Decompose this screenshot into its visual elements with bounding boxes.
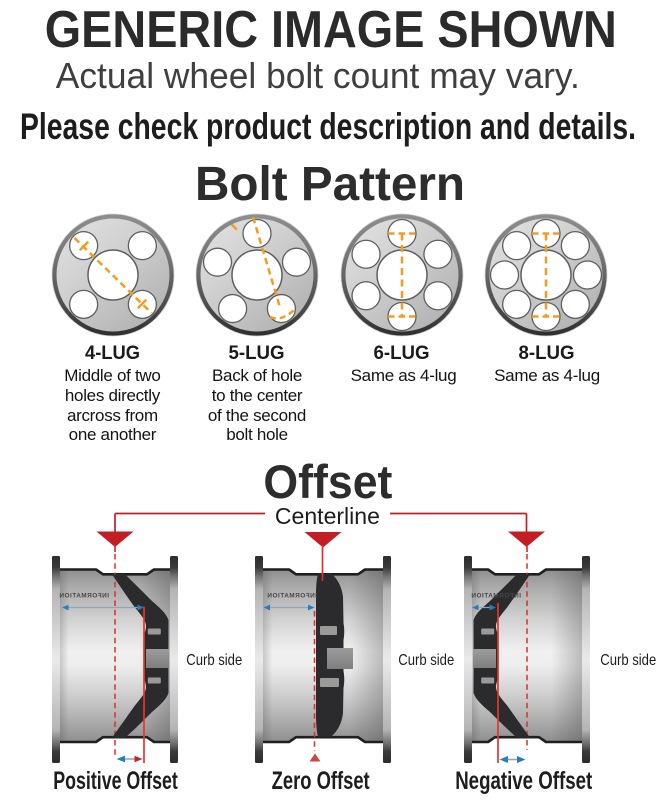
lug-desc-8: Same as 4-lug bbox=[494, 366, 600, 386]
bolt-pattern-wheel-5-lug bbox=[195, 213, 318, 337]
lug-desc-4: Middle of two holes directly arcross fro… bbox=[64, 366, 161, 445]
bolt-pattern-heading: Bolt Pattern bbox=[194, 158, 465, 212]
offset-label-negative-text: Negative Offset bbox=[454, 766, 592, 795]
curb-side-label-3-text: Curb side bbox=[600, 652, 657, 669]
offset-wheel-positive: INFORMATION bbox=[52, 545, 178, 763]
offset-arrowhead-icon bbox=[116, 755, 125, 763]
lug-label-8-text: 8-LUG bbox=[517, 342, 575, 364]
lug-hole bbox=[572, 260, 603, 290]
lug-hole bbox=[422, 281, 453, 311]
spoke-face-group bbox=[112, 574, 169, 738]
backspacing-arrowhead-icon bbox=[489, 604, 496, 611]
header-title-row: GENERIC IMAGE SHOWN bbox=[0, 4, 662, 56]
backspacing-arrowhead-icon bbox=[471, 604, 478, 611]
barrel-watermark-zero: INFORMATION bbox=[267, 593, 317, 600]
page-note: Please check product description and det… bbox=[19, 106, 636, 148]
lug-hole bbox=[217, 293, 247, 324]
offset-arrowhead-icon bbox=[134, 755, 143, 763]
zero-offset-marker-icon bbox=[309, 753, 321, 762]
centerline-bracket bbox=[96, 512, 545, 548]
lug-label-8: 8-LUG bbox=[366, 344, 662, 363]
offset-arrowhead-icon bbox=[499, 756, 508, 763]
offset-wheel-negative: INFORMATION bbox=[463, 545, 590, 763]
offset-label-positive-text: Positive Offset bbox=[53, 766, 178, 795]
centerline-arrow-icon bbox=[508, 531, 545, 547]
page-subtitle: Actual wheel bolt count may vary. bbox=[56, 55, 580, 97]
curb-side-label-1: Curb side bbox=[35, 653, 395, 669]
lug-hole bbox=[202, 247, 232, 277]
lug-label-6: 6-LUG bbox=[222, 344, 582, 363]
backspacing-arrowhead-icon bbox=[62, 604, 69, 611]
lug-hole bbox=[560, 289, 590, 319]
lug-hole bbox=[350, 239, 381, 269]
spoke-face-group bbox=[316, 573, 353, 737]
backspacing-arrowhead-icon bbox=[263, 604, 270, 611]
backspacing-arrowhead-icon bbox=[137, 604, 144, 611]
centerline-label: Centerline bbox=[274, 503, 381, 530]
barrel-watermark-negative: INFORMATION bbox=[470, 593, 520, 600]
lug-label-4-text: 4-LUG bbox=[85, 342, 140, 364]
bolt-pattern-wheel-6-lug bbox=[340, 213, 463, 337]
offset-wheel-zero: INFORMATION bbox=[255, 545, 391, 763]
curb-side-label-3: Curb side bbox=[449, 653, 662, 669]
lug-hole bbox=[489, 260, 520, 290]
lug-label-4: 4-LUG bbox=[0, 344, 293, 363]
lug-hole bbox=[350, 281, 381, 311]
measure-line-diagonal bbox=[73, 237, 152, 314]
center-bore bbox=[230, 249, 283, 301]
curb-side-label-2-text: Curb side bbox=[398, 652, 455, 669]
offset-label-negative: Negative Offset bbox=[344, 766, 662, 795]
bolt-pattern-wheel-8-lug bbox=[484, 213, 608, 337]
spoke-face-group bbox=[472, 574, 530, 738]
lug-hole bbox=[502, 231, 532, 261]
centerline-arrow-icon bbox=[96, 531, 134, 547]
lug-hole bbox=[266, 293, 296, 324]
barrel-watermark-positive: INFORMATION bbox=[59, 593, 109, 600]
offset-arrowhead-icon bbox=[516, 756, 525, 763]
lug-hole bbox=[422, 239, 453, 269]
header-subtitle-row: Actual wheel bolt count may vary. bbox=[0, 58, 662, 94]
curb-side-label-2: Curb side bbox=[247, 653, 607, 669]
offset-label-zero-text: Zero Offset bbox=[271, 766, 370, 795]
lug-hole bbox=[560, 231, 590, 261]
lug-label-5: 5-LUG bbox=[77, 344, 437, 363]
curb-side-label-1-text: Curb side bbox=[186, 652, 243, 669]
lug-desc-5: Back of hole to the center of the second… bbox=[207, 366, 307, 445]
lug-desc-6: Same as 4-lug bbox=[350, 366, 457, 386]
lug-hole bbox=[127, 231, 157, 261]
lug-hole bbox=[68, 289, 98, 319]
measure-line-back-to-center bbox=[251, 216, 282, 310]
backspacing-arrowhead-icon bbox=[308, 604, 315, 611]
centerline-arrow-icon bbox=[304, 532, 342, 548]
offset-heading: Offset bbox=[263, 454, 393, 508]
offset-heading-row: Offset bbox=[0, 458, 662, 505]
header-note-row: Please check product description and det… bbox=[0, 108, 662, 145]
lug-hole bbox=[502, 289, 532, 319]
centerline-label-row: Centerline bbox=[0, 505, 662, 528]
lug-hole bbox=[281, 247, 311, 277]
offset-label-zero: Zero Offset bbox=[141, 766, 501, 795]
page-title: GENERIC IMAGE SHOWN bbox=[44, 0, 618, 59]
bolt-pattern-wheel-4-lug bbox=[51, 213, 174, 337]
lug-label-6-text: 6-LUG bbox=[373, 342, 430, 364]
offset-label-positive: Positive Offset bbox=[0, 766, 296, 795]
lug-label-5-text: 5-LUG bbox=[228, 342, 285, 364]
bolt-pattern-heading-row: Bolt Pattern bbox=[0, 161, 662, 209]
